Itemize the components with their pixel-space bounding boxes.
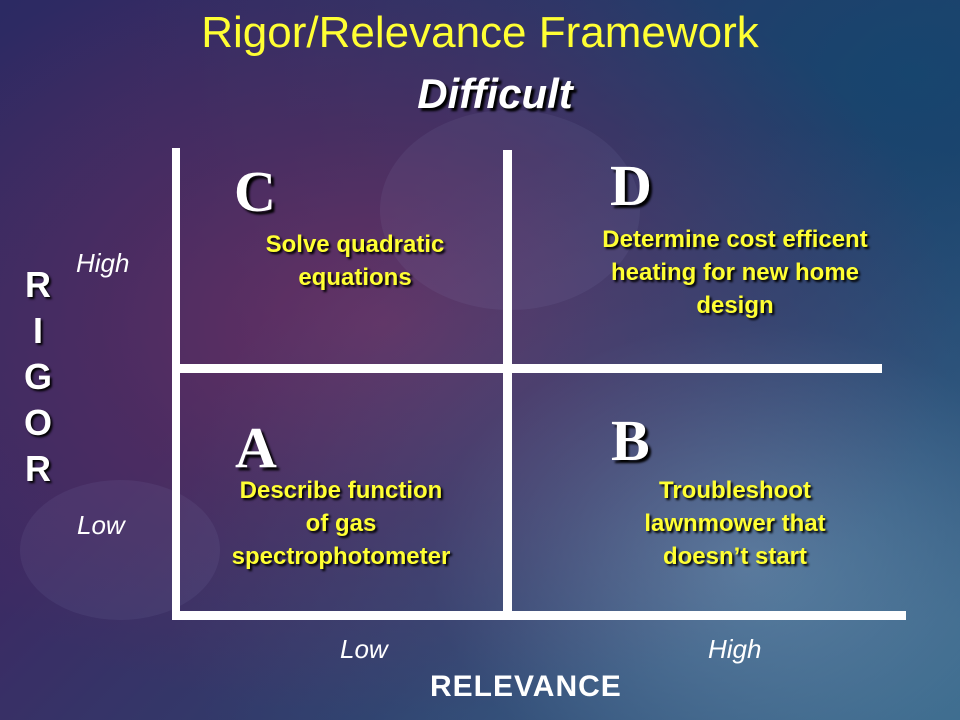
- quadrant-c-letter: C: [234, 159, 276, 224]
- quadrant-b-line: doesn’t start: [662, 543, 808, 570]
- quadrant-d-line: heating for new home: [610, 259, 859, 286]
- relevance-axis-label: RELEVANCE: [430, 670, 622, 703]
- quadrant-d-letter: D: [610, 153, 652, 218]
- rigor-letter: I: [32, 310, 43, 351]
- quadrant-b-line: lawnmower that: [644, 510, 826, 537]
- rigor-letter: G: [23, 356, 52, 397]
- quadrant-b-text: Troubleshoot lawnmower that doesn’t star…: [585, 474, 885, 573]
- center-vertical-line: [503, 150, 512, 612]
- quadrant-c-line: equations: [298, 264, 412, 291]
- center-horizontal-line: [176, 364, 882, 373]
- quadrant-d-line: Determine cost efficent: [602, 226, 868, 253]
- rigor-low-label: Low: [77, 510, 125, 540]
- relevance-low-label: Low: [340, 634, 388, 664]
- quadrant-a-letter: A: [235, 415, 277, 480]
- rigor-letter: R: [25, 264, 51, 305]
- quadrant-a-line: of gas: [305, 510, 377, 537]
- quadrant-c-text: Solve quadratic equations: [215, 228, 495, 294]
- quadrant-b-line: Troubleshoot: [659, 477, 811, 504]
- rigor-letter: O: [23, 402, 52, 443]
- relevance-high-label: High: [708, 634, 762, 664]
- rigor-axis-label: R I G O R: [20, 262, 56, 492]
- quadrant-a-line: Describe function: [239, 477, 443, 504]
- rigor-high-label: High: [76, 248, 130, 278]
- quadrant-d-text: Determine cost efficent heating for new …: [555, 223, 915, 322]
- vertical-axis-line: [172, 148, 180, 618]
- horizontal-axis-line: [172, 611, 906, 620]
- background-texture: [20, 480, 220, 620]
- rigor-letter: R: [25, 448, 51, 489]
- quadrant-c-line: Solve quadratic: [265, 231, 445, 258]
- quadrant-d-line: design: [696, 292, 774, 319]
- quadrant-a-text: Describe function of gas spectrophotomet…: [196, 474, 486, 573]
- slide-title: Rigor/Relevance Framework: [201, 8, 759, 57]
- quadrant-b-letter: B: [611, 408, 650, 473]
- slide-subtitle: Difficult: [417, 70, 573, 117]
- quadrant-a-line: spectrophotometer: [231, 543, 451, 570]
